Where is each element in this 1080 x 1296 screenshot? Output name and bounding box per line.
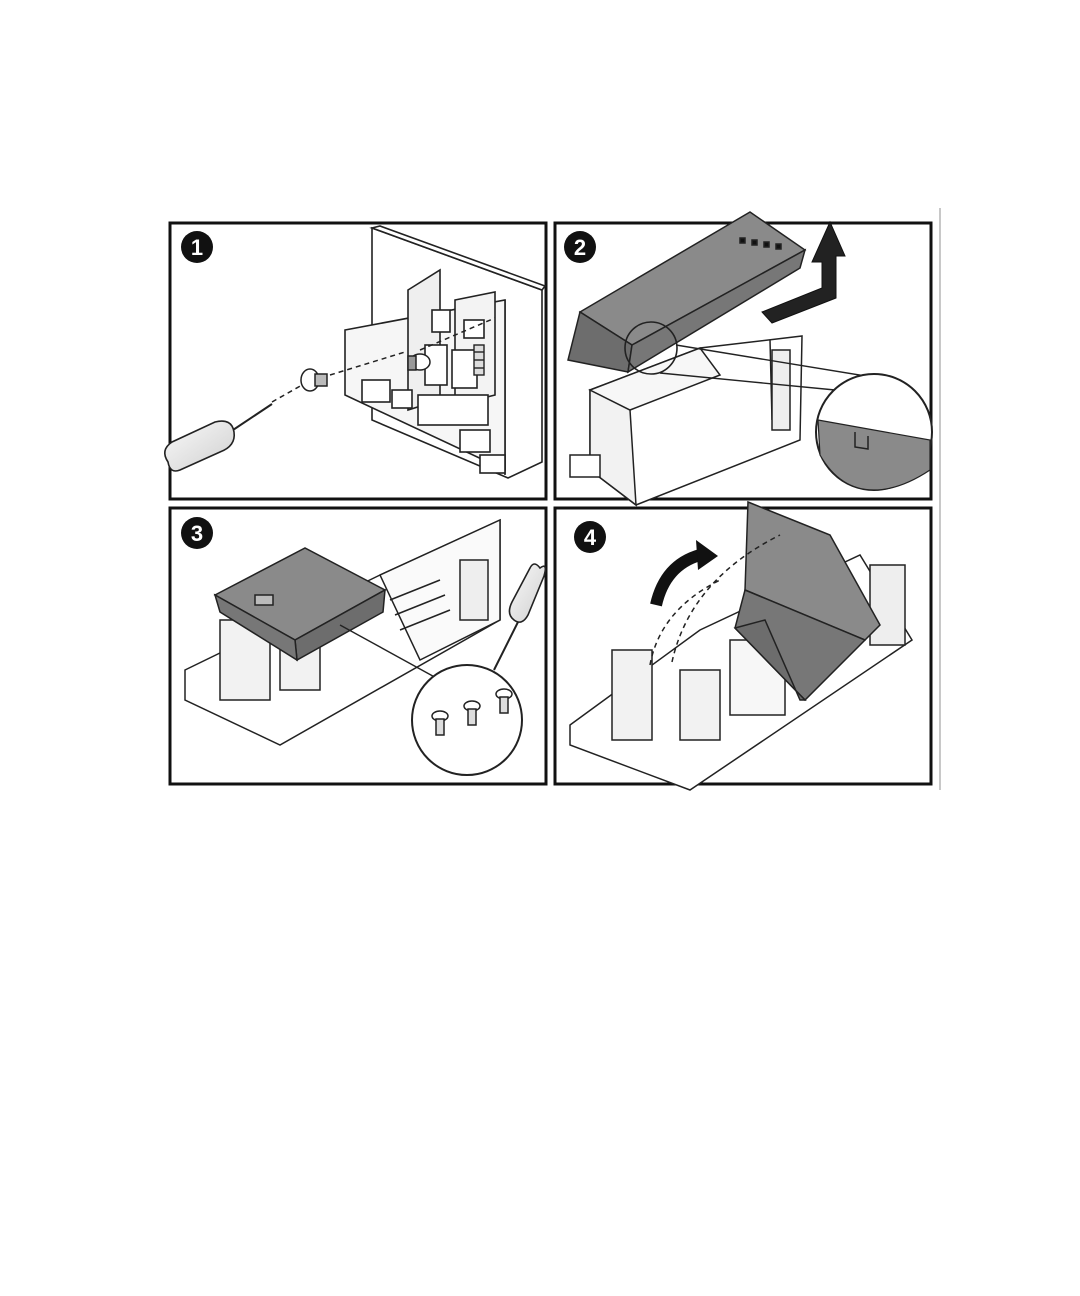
screw-icon: [408, 354, 430, 370]
panel-3: 3: [170, 508, 546, 784]
standoff-icon: [474, 345, 484, 375]
step-4-badge: 4: [574, 521, 606, 553]
step-1-badge: 1: [181, 231, 213, 263]
step-2-number: 2: [574, 235, 586, 260]
step-2-badge: 2: [564, 231, 596, 263]
panel-1: 1: [165, 223, 546, 499]
step-3-number: 3: [191, 521, 203, 546]
step-3-badge: 3: [181, 517, 213, 549]
step-1-number: 1: [191, 235, 203, 260]
panel-2: 2: [555, 212, 932, 505]
step-4-number: 4: [584, 525, 597, 550]
panel-4: 4: [555, 502, 931, 790]
